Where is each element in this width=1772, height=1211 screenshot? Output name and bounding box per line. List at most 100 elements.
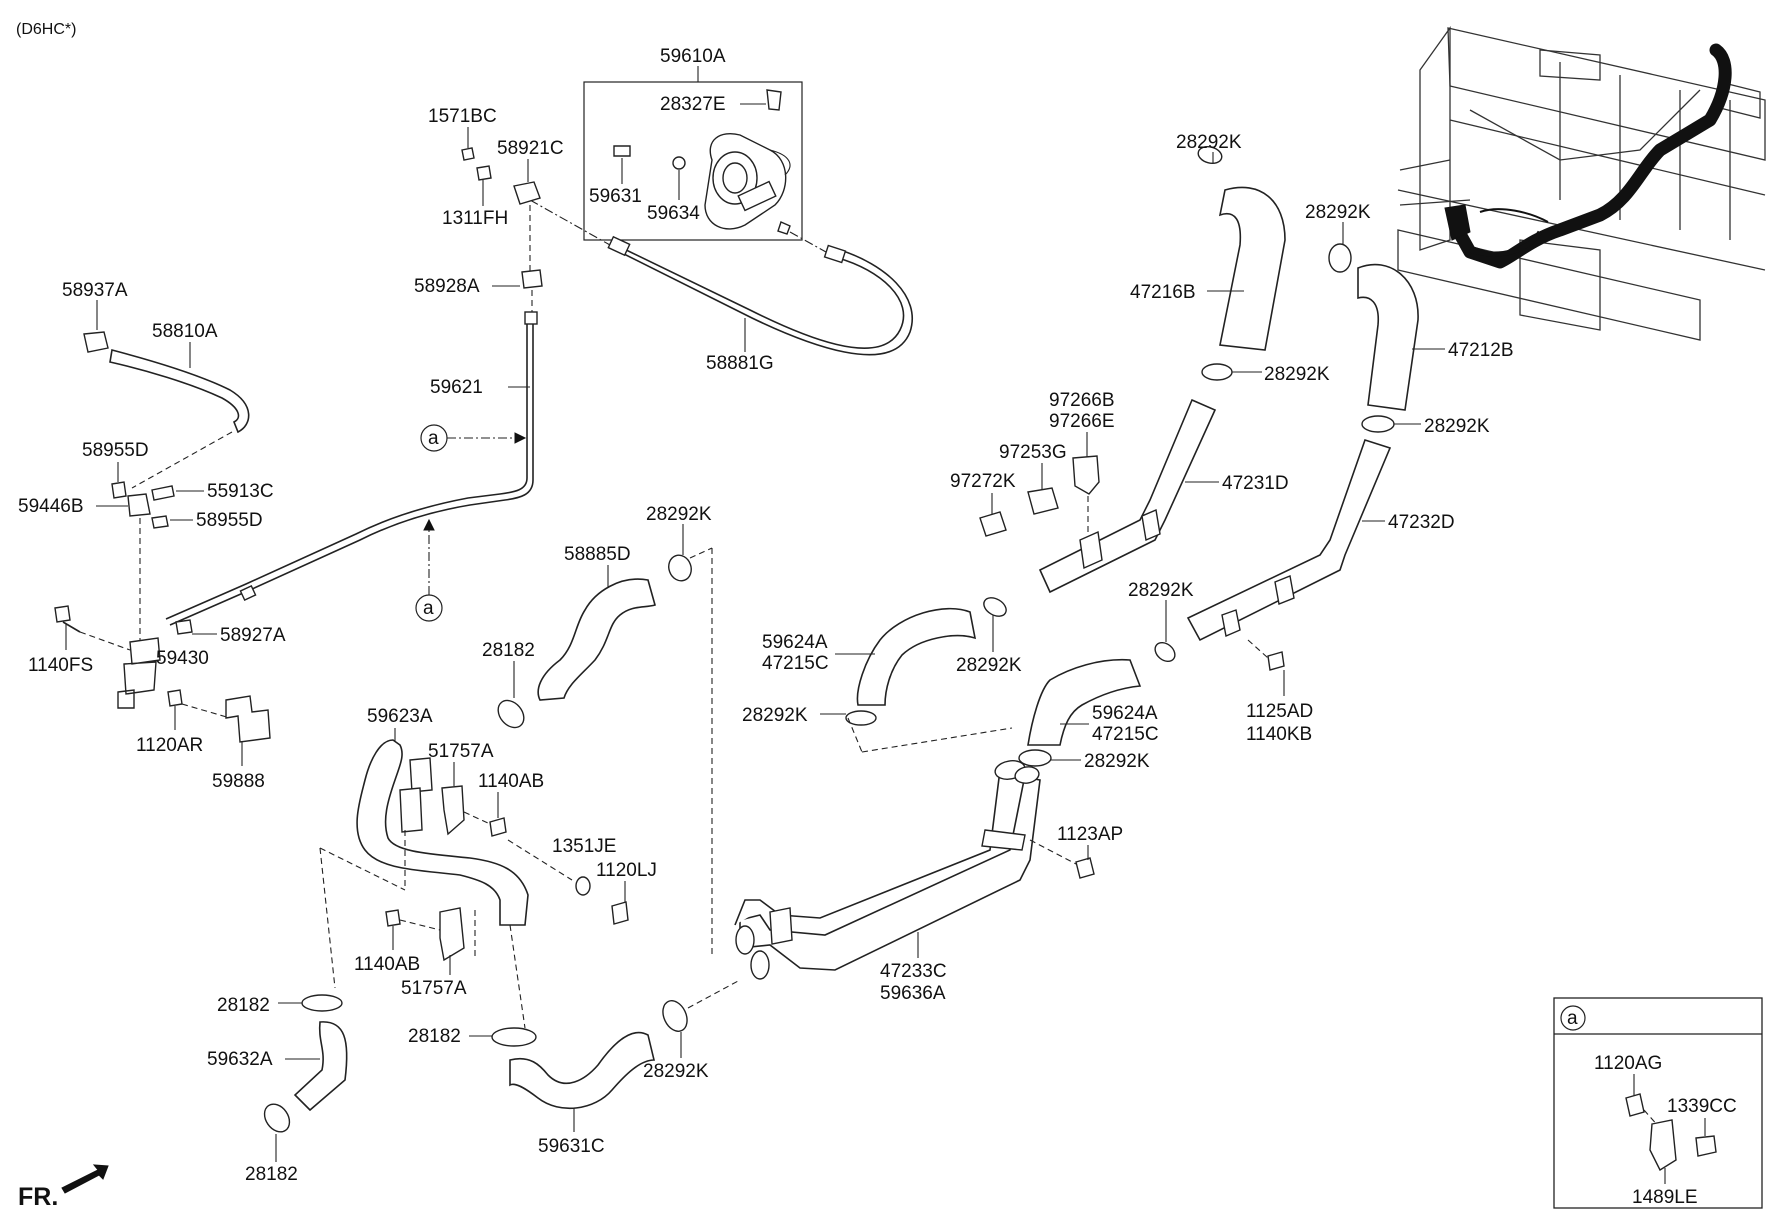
vacuum-solenoid-59430 [117, 637, 161, 709]
hose-clamp-28292K-1 [1197, 145, 1223, 165]
part-label-59631: 59631 [589, 186, 642, 207]
part-label-59446B: 59446B [18, 496, 84, 517]
flex-hose-58885D [537, 578, 656, 701]
pressure-sensor-fittings [461, 147, 543, 289]
hose-clamp-28292K-9 [668, 554, 692, 582]
part-label-97266E: 97266E [1049, 411, 1115, 432]
part-label-1120LJ: 1120LJ [596, 860, 657, 881]
egr-valve-group-box [583, 81, 803, 241]
part-label-58955D-a: 58955D [82, 440, 149, 461]
part-label-59634: 59634 [647, 203, 700, 224]
part-label-28182-3: 28182 [245, 1164, 298, 1185]
part-label-1140AB-2: 1140AB [354, 954, 420, 975]
detail-label-1489LE: 1489LE [1632, 1187, 1698, 1208]
part-label-59632A: 59632A [207, 1049, 273, 1070]
part-label-58937A: 58937A [62, 280, 128, 301]
part-label-55913C: 55913C [207, 481, 274, 502]
part-label-58881G: 58881G [706, 353, 774, 374]
hose-clamp-28292K-3 [1328, 243, 1352, 273]
part-label-28292K-6: 28292K [1128, 580, 1194, 601]
part-label-47233C: 47233C [880, 961, 947, 982]
part-label-59621: 59621 [430, 377, 483, 398]
hose-clamp-28292K-7 [845, 710, 877, 726]
flex-pipe-47216B [1218, 186, 1286, 351]
gasket-1351JE [575, 876, 591, 896]
part-label-1571BC: 1571BC [428, 106, 497, 127]
clamp-1489LE [1649, 1119, 1677, 1172]
part-label-28292K-1: 28292K [1176, 132, 1242, 153]
part-label-28292K-2: 28292K [1264, 364, 1330, 385]
front-arrow-icon [61, 1164, 109, 1194]
front-direction-label: FR. [18, 1183, 58, 1211]
exhaust-pipe-47232D [1186, 439, 1392, 642]
hose-clamp-28182-2 [301, 994, 343, 1012]
part-label-59624A-2: 59624A [1092, 703, 1158, 724]
part-label-97266B: 97266B [1049, 390, 1115, 411]
exhaust-pipe-47231D [1038, 398, 1217, 594]
part-label-28182-1: 28182 [482, 640, 535, 661]
callout-a-letter-1: a [428, 428, 439, 449]
part-label-1140AB-1: 1140AB [478, 771, 544, 792]
part-label-28292K-4: 28292K [1424, 416, 1490, 437]
part-label-1125AD: 1125AD [1246, 701, 1313, 722]
hose-clamp-28292K-4 [1361, 415, 1395, 433]
part-label-58921C: 58921C [497, 138, 564, 159]
part-label-28182-2: 28182 [217, 995, 270, 1016]
part-label-1140KB: 1140KB [1246, 724, 1312, 745]
sensor-clip-97253G [1027, 487, 1059, 515]
y-pipe-inlet-1 [735, 925, 755, 955]
part-label-59636A: 59636A [880, 983, 946, 1004]
part-label-59610A: 59610A [660, 46, 726, 67]
part-label-59430: 59430 [156, 648, 209, 669]
part-label-28292K-3: 28292K [1305, 202, 1371, 223]
part-label-58955D-b: 58955D [196, 510, 263, 531]
hose-clamp-28182-3 [263, 1103, 291, 1133]
part-label-58927A: 58927A [220, 625, 286, 646]
part-label-59623A: 59623A [367, 706, 433, 727]
part-label-97272K: 97272K [950, 471, 1016, 492]
part-label-47216B: 47216B [1130, 282, 1196, 303]
part-label-1120AR: 1120AR [136, 735, 203, 756]
y-pipe-inlet-2 [750, 950, 770, 980]
bracket-51757A-2 [439, 907, 465, 962]
flex-hose-59624A-2 [1027, 658, 1142, 746]
hose-clamp-28182-1 [497, 699, 525, 729]
part-label-1311FH: 1311FH [442, 208, 508, 229]
callout-a-letter-2: a [423, 598, 434, 619]
engine-code-label: (D6HC*) [16, 21, 76, 38]
bolt-1120AG [1625, 1093, 1645, 1117]
part-label-28182-4: 28182 [408, 1026, 461, 1047]
part-label-1351JE: 1351JE [552, 836, 616, 857]
part-label-58810A: 58810A [152, 321, 218, 342]
part-label-58885D: 58885D [564, 544, 631, 565]
detail-label-1120AG: 1120AG [1594, 1053, 1662, 1074]
hose-fitting-58937A [83, 331, 109, 353]
hose-clamp-28182-4 [491, 1027, 537, 1047]
part-label-28292K-8: 28292K [1084, 751, 1150, 772]
part-label-59888: 59888 [212, 771, 265, 792]
temp-sensor-97266B [1072, 455, 1100, 495]
detail-box-letter: a [1567, 1008, 1578, 1029]
detail-label-1339CC: 1339CC [1667, 1096, 1737, 1117]
part-label-51757A-1: 51757A [428, 741, 494, 762]
egr-pipe-58881G [619, 246, 905, 349]
part-label-1123AP: 1123AP [1057, 824, 1123, 845]
part-label-47232D: 47232D [1388, 512, 1455, 533]
nut-1339CC [1695, 1135, 1717, 1157]
hose-clamp-28292K-6 [1154, 641, 1176, 663]
detail-box-marker [1560, 1005, 1586, 1031]
vacuum-hose-58810A [109, 349, 250, 434]
flex-hose-59624A-1 [856, 607, 977, 706]
detail-box-a [1553, 997, 1763, 1209]
hose-clamp-28292K-10 [662, 1000, 688, 1032]
part-label-28327E: 28327E [660, 94, 726, 115]
hose-59623A [356, 739, 529, 926]
vehicle-frame-illustration [1397, 25, 1766, 341]
flex-pipe-47212B [1357, 263, 1419, 411]
part-label-28292K-5: 28292K [956, 655, 1022, 676]
sensor-line-59621 [169, 322, 534, 626]
part-label-97253G: 97253G [999, 442, 1067, 463]
hose-clamp-28292K-8 [1018, 749, 1052, 767]
part-label-59624A-1: 59624A [762, 632, 828, 653]
